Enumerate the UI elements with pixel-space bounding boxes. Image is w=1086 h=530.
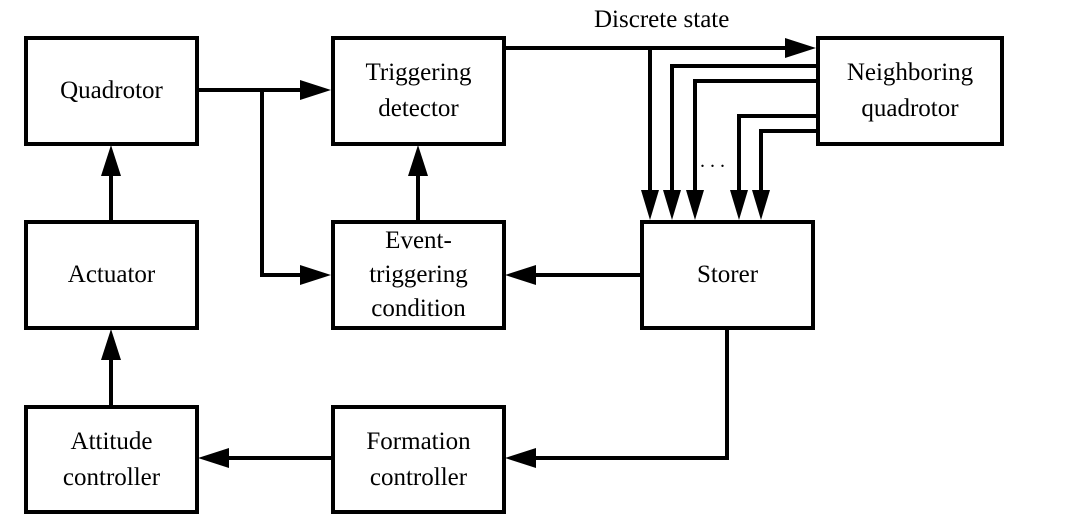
arrowhead: [505, 448, 536, 468]
block-actuator: Actuator: [24, 220, 199, 330]
arrow-storer-to-formation: [536, 329, 729, 460]
block-event-triggering-condition: Event-triggering condition: [331, 220, 506, 330]
block-label: Quadrotor: [60, 77, 163, 104]
block-label: Actuator: [67, 261, 156, 288]
block-label-line: controller: [369, 463, 468, 491]
block-label-line: condition: [371, 295, 466, 322]
block-label-line: Formation: [366, 427, 471, 455]
arrowhead: [730, 190, 748, 220]
arrow-quadrotor-to-event-condition: [260, 90, 300, 277]
block-attitude-controller: Attitude controller: [24, 405, 199, 514]
block-neighboring-quadrotor: Neighboring quadrotor: [816, 36, 1004, 146]
label-ellipsis: . . .: [700, 150, 725, 172]
arrow-neighbor-4-to-storer: [759, 129, 816, 190]
block-label-line: Event-: [385, 227, 452, 254]
arrowhead: [300, 80, 331, 100]
block-label-line: quadrotor: [861, 95, 959, 122]
arrowhead: [752, 190, 770, 220]
arrowhead: [198, 448, 229, 468]
arrowhead: [505, 265, 536, 285]
block-label: Storer: [696, 261, 759, 288]
arrowhead: [101, 329, 121, 360]
block-storer: Storer: [640, 220, 815, 330]
block-quadrotor: Quadrotor: [24, 36, 199, 146]
block-label-line: Attitude: [70, 427, 153, 455]
arrow-neighbor-2-to-storer: [693, 79, 816, 190]
arrow-neighbor-1-to-storer: [670, 64, 816, 190]
block-label-line: detector: [378, 95, 459, 122]
block-label-line: triggering: [369, 261, 468, 288]
arrowhead: [686, 190, 704, 220]
arrowhead: [408, 145, 428, 176]
block-label-line: Neighboring: [846, 59, 974, 86]
block-triggering-detector: Triggering detector: [331, 36, 506, 146]
arrowhead: [101, 145, 121, 176]
arrowhead: [300, 265, 331, 285]
arrow-neighbor-3-to-storer: [737, 114, 816, 190]
arrowhead: [785, 38, 816, 58]
block-label-line: controller: [62, 463, 161, 491]
block-label-line: Triggering: [365, 59, 472, 86]
block-formation-controller: Formation controller: [331, 405, 506, 514]
arrowhead: [641, 190, 659, 220]
arrowhead: [663, 190, 681, 220]
label-discrete-state: Discrete state: [594, 6, 730, 33]
